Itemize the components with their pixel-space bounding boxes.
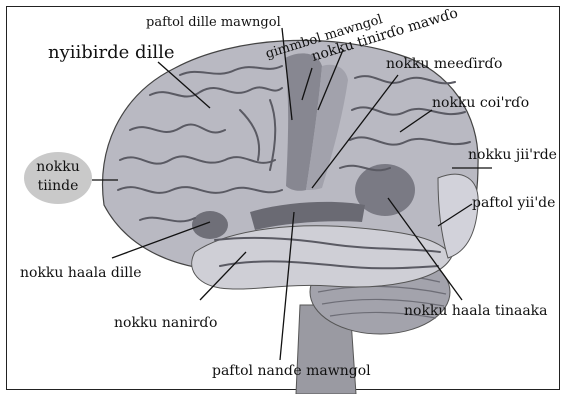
label-nokku-tiinde: nokku tiinde	[24, 158, 92, 196]
label-nokku-haala-tinaaka: nokku haala tinaaka	[404, 304, 548, 318]
label-nokku-haala-dille: nokku haala dille	[20, 266, 142, 280]
label-nokku-tiinde-line1: nokku	[24, 158, 92, 177]
label-nokku-nanirdo: nokku nanirɗo	[114, 316, 217, 330]
label-paftol-nande-mawngol: paftol nanɗe mawngol	[212, 364, 371, 378]
label-nokku-coirdo: nokku coi'rɗo	[432, 96, 529, 110]
label-paftol-yiide: paftol yii'de	[472, 196, 555, 210]
label-nyiibirde-dille: nyiibirde dille	[48, 44, 175, 62]
label-nokku-meedirdo: nokku meeɗirɗo	[386, 57, 502, 71]
label-nokku-jiirde: nokku jii'rde	[468, 148, 557, 162]
broca-area	[192, 211, 228, 239]
label-nokku-tiinde-line2: tiinde	[24, 177, 92, 196]
label-paftol-dille-mawngol: paftol dille mawngol	[146, 16, 281, 29]
